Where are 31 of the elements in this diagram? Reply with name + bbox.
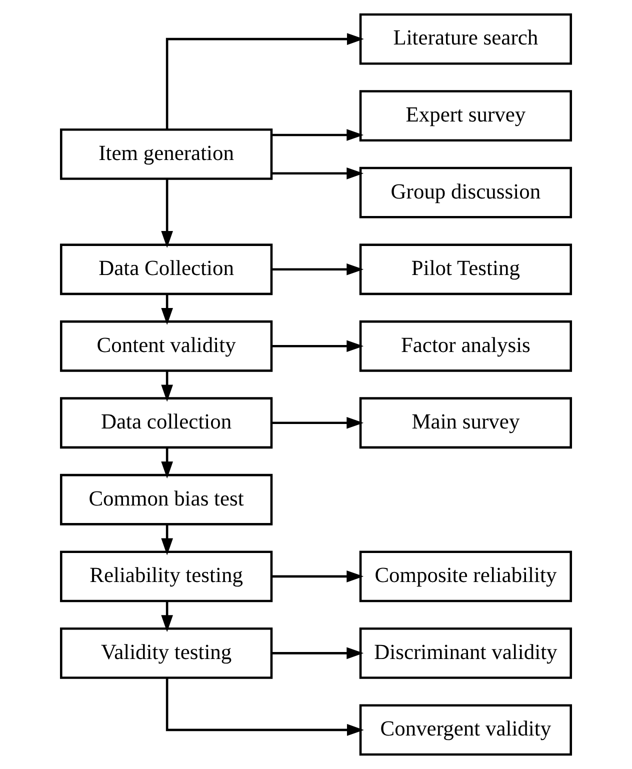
node-box: Validity testing — [60, 627, 273, 679]
node-box: Reliability testing — [60, 550, 273, 602]
node-box: Content validity — [60, 320, 273, 372]
arrow — [166, 33, 364, 130]
node-box: Factor analysis — [359, 320, 572, 372]
node-box: Literature search — [359, 13, 572, 65]
arrow — [272, 570, 364, 582]
node-box: Data Collection — [60, 244, 273, 296]
node-box: Group discussion — [359, 166, 572, 218]
node-box: Main survey — [359, 397, 572, 449]
arrow — [166, 678, 364, 736]
arrow — [161, 448, 173, 478]
arrow — [161, 370, 173, 402]
node-box: Convergent validity — [359, 704, 572, 756]
node-box: Expert survey — [359, 90, 572, 142]
arrow — [161, 524, 173, 556]
arrow — [161, 601, 173, 632]
node-box: Item generation — [60, 128, 273, 180]
arrow — [272, 340, 364, 352]
arrow — [161, 294, 173, 325]
arrow — [161, 179, 173, 248]
arrow — [272, 647, 364, 660]
arrow — [272, 129, 364, 141]
node-box: Composite reliability — [359, 550, 572, 602]
node-box: Common bias test — [60, 474, 273, 526]
arrow — [272, 416, 364, 429]
arrow — [272, 263, 364, 276]
node-box: Pilot Testing — [359, 244, 572, 296]
node-box: Data collection — [60, 397, 273, 449]
node-box: Discriminant validity — [359, 627, 572, 679]
arrow — [272, 167, 364, 180]
